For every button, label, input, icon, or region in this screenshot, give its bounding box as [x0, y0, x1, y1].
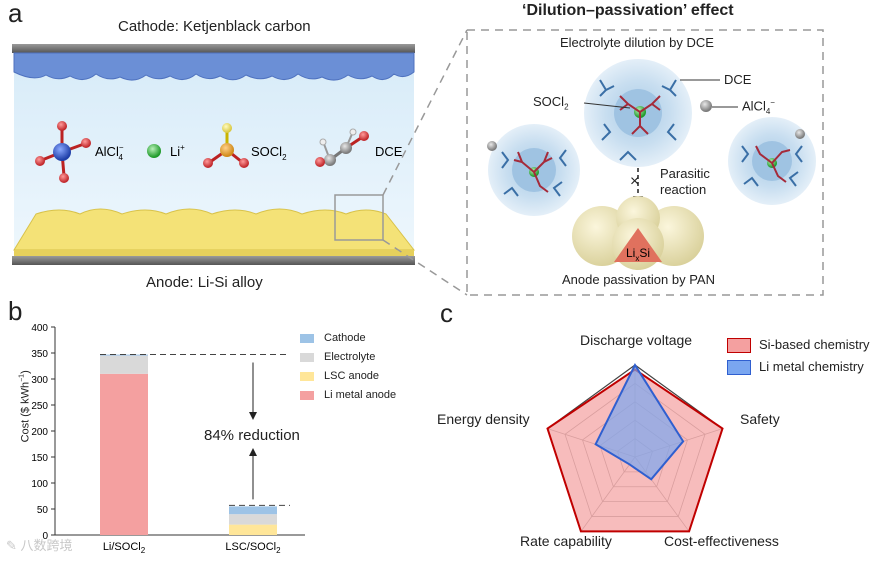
inset-dce-label: DCE — [724, 72, 752, 87]
cathode-label: Cathode: Ketjenblack carbon — [118, 18, 311, 35]
carbon-layer — [13, 52, 415, 81]
radar-series-area — [594, 362, 685, 481]
panel-a-letter: a — [8, 0, 23, 28]
li-ion — [147, 144, 161, 158]
inset-title: ‘Dilution–passivation’ effect — [522, 2, 734, 19]
radar-label-energy: Energy density — [437, 411, 530, 427]
inset-box — [466, 29, 824, 296]
legend-electrolyte: Electrolyte — [300, 348, 396, 367]
bar-segment — [229, 514, 277, 525]
bar-y-tick-label: 400 — [31, 323, 48, 334]
bar-y-tick-label: 100 — [31, 479, 48, 490]
battery-schematic: AlCl−4 Li+ SOCl2 DCE — [12, 29, 824, 296]
alcl4-label: AlCl−4 — [95, 143, 124, 162]
arrow-down-head — [249, 412, 257, 420]
left-cluster — [487, 124, 580, 216]
radar-chart — [546, 362, 724, 533]
inset-socl2-label: SOCl2 — [533, 94, 569, 112]
legend-swatch-li — [727, 360, 751, 376]
anode-plate — [12, 256, 415, 265]
bar-y-label: Cost ($ kWh−1) — [18, 370, 32, 443]
lixsi-label: LixSi — [626, 246, 650, 263]
legend-swatch-electrolyte — [300, 352, 314, 362]
bar-segment — [229, 524, 277, 535]
panel-b-letter: b — [8, 296, 23, 326]
bar-y-tick-label: 300 — [31, 375, 48, 386]
svg-text:×: × — [630, 173, 639, 190]
bar-segment — [100, 373, 148, 535]
bar-category-label: Li/SOCl2 — [103, 541, 146, 555]
bar-y-tick-label: 150 — [31, 453, 48, 464]
legend-swatch-li-metal — [300, 390, 314, 400]
arrow-up-head — [249, 448, 257, 456]
bar-y-tick-label: 200 — [31, 427, 48, 438]
dce-molecule — [315, 128, 369, 167]
pan-spheres — [572, 196, 704, 270]
legend-cathode: Cathode — [300, 329, 396, 348]
bar-y-tick-label: 350 — [31, 349, 48, 360]
bar-segment — [100, 355, 148, 374]
watermark-icon: ✎ — [6, 538, 17, 553]
li-label: Li+ — [170, 143, 185, 159]
radar-label-discharge: Discharge voltage — [580, 332, 693, 348]
right-cluster — [728, 117, 816, 205]
legend-li-metal: Li metal anode — [300, 386, 396, 405]
anode-label: Anode: Li-Si alloy — [146, 274, 263, 291]
radar-legend: Si-based chemistry Li metal chemistry — [727, 334, 870, 378]
watermark: ✎ 八数跨境 — [6, 538, 73, 553]
zoom-box — [334, 194, 384, 241]
bar-segment — [229, 506, 277, 515]
panel-c-letter: c — [440, 298, 453, 328]
legend-swatch-lsc — [300, 371, 314, 381]
passivation-label: Anode passivation by PAN — [562, 272, 715, 287]
bar-legend: Cathode Electrolyte LSC anode Li metal a… — [300, 329, 396, 405]
dce-label: DCE — [375, 144, 403, 159]
legend-lsc: LSC anode — [300, 367, 396, 386]
radar-label-rate: Rate capability — [520, 533, 612, 549]
alcl4-molecule — [35, 121, 91, 183]
legend-li: Li metal chemistry — [727, 356, 870, 378]
legend-swatch-cathode — [300, 333, 314, 343]
socl2-label: SOCl2 — [251, 144, 287, 162]
cathode-plate — [12, 44, 415, 53]
dilution-label: Electrolyte dilution by DCE — [560, 35, 714, 50]
legend-swatch-si — [727, 338, 751, 354]
reduction-annotation: 84% reduction — [204, 427, 300, 444]
panel-a: a — [8, 0, 824, 296]
center-cluster — [584, 59, 712, 167]
bar-y-tick-label: 50 — [37, 505, 49, 516]
bar-segment — [100, 354, 148, 356]
bar-category-label: LSC/SOCl2 — [225, 541, 281, 555]
lisi-layer — [13, 208, 416, 251]
radar-label-safety: Safety — [740, 411, 780, 427]
bar-y-tick-label: 250 — [31, 401, 48, 412]
parasitic-label: Parasitic reaction — [660, 166, 710, 197]
legend-si: Si-based chemistry — [727, 334, 870, 356]
inset-alcl4-label: AlCl4− — [742, 98, 775, 116]
socl2-molecule — [203, 123, 249, 168]
radar-label-cost: Cost-effectiveness — [664, 533, 779, 549]
bar-y-tick-label: 0 — [42, 531, 48, 542]
